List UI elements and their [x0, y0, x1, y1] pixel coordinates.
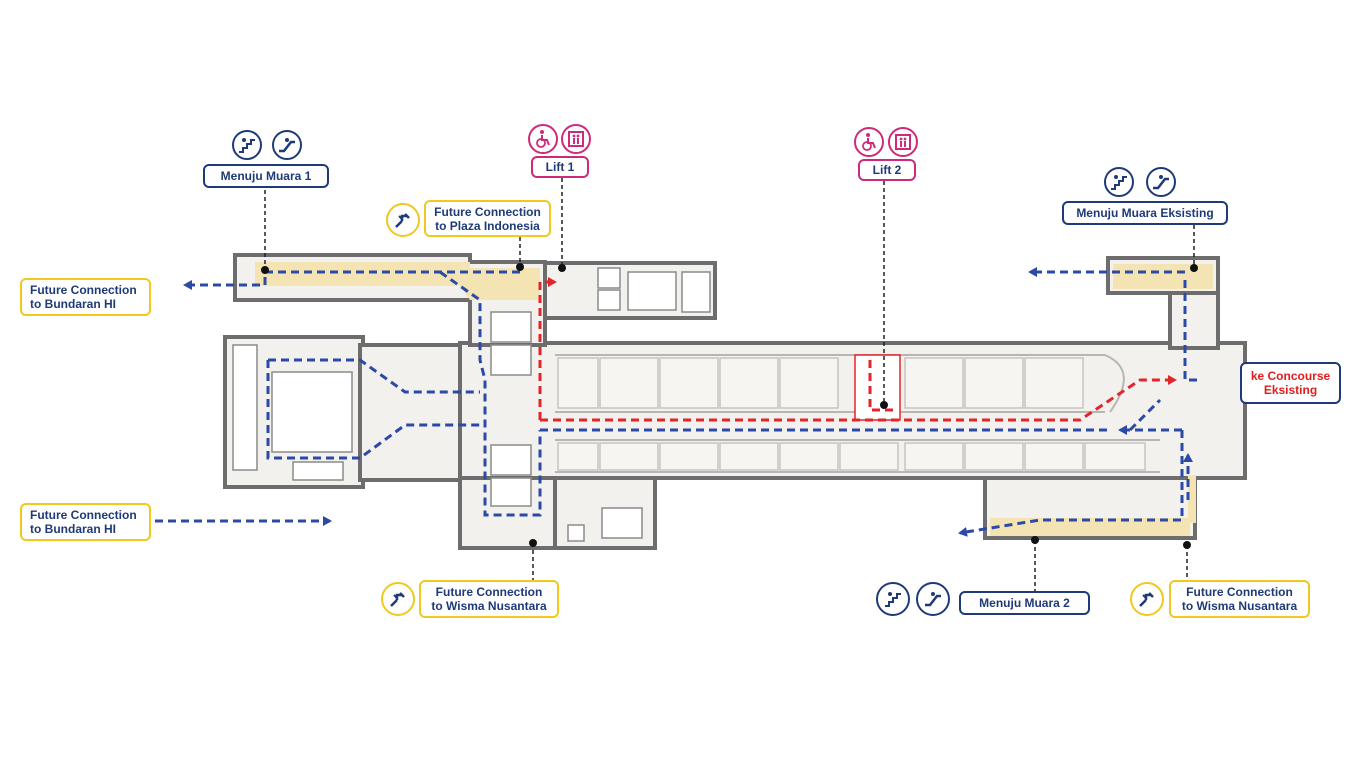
label-text: Menuju Muara 1 [220, 169, 312, 183]
future-connection-icon [386, 203, 420, 237]
service-rooms [567, 267, 711, 542]
label-lift-1: Lift 1 [531, 156, 589, 178]
route-red [538, 277, 1177, 422]
label-line-1: Future Connection [434, 204, 541, 219]
highlight-zone [255, 262, 1213, 536]
label-text: Lift 2 [872, 163, 902, 177]
route-blue [155, 267, 1200, 537]
label-line-1: Future Connection [435, 585, 543, 599]
future-connection-icon [381, 582, 415, 616]
label-line-2: to Wisma Nusantara [1181, 599, 1298, 613]
label-line-2: Eksisting [1263, 383, 1318, 397]
label-future-bundaran-bottom: Future Connection to Bundaran HI [20, 503, 151, 541]
wheelchair-icon [528, 124, 558, 154]
label-menuju-muara-2: Menuju Muara 2 [959, 591, 1090, 615]
label-ke-concourse-eksisting: ke Concourse Eksisting [1240, 362, 1341, 404]
concourse-interior [555, 354, 1160, 473]
left-block-rooms [232, 344, 353, 481]
label-future-wisma-left: Future Connection to Wisma Nusantara [419, 580, 559, 618]
label-line-1: Future Connection [1186, 585, 1293, 599]
future-connection-icon [1130, 582, 1164, 616]
escalator-icon [1146, 167, 1176, 197]
escalator-icon [272, 130, 302, 160]
label-line-1: Future Connection [30, 508, 137, 522]
label-future-bundaran-top: Future Connection to Bundaran HI [20, 278, 151, 316]
label-text: Menuju Muara 2 [979, 596, 1070, 610]
label-menuju-muara-1: Menuju Muara 1 [203, 164, 329, 188]
label-line-2: to Bundaran HI [30, 297, 116, 311]
platform-bays [557, 357, 1146, 471]
label-text: Menuju Muara Eksisting [1076, 206, 1214, 220]
escalator-icon [916, 582, 950, 616]
leader-lines [264, 178, 1195, 592]
stairs-icon [232, 130, 262, 160]
label-future-plaza-indonesia: Future Connection to Plaza Indonesia [424, 200, 551, 237]
label-line-2: to Bundaran HI [30, 522, 116, 536]
stairs-icon [876, 582, 910, 616]
leader-dots [261, 263, 1198, 549]
stairs-icon [1104, 167, 1134, 197]
label-lift-2: Lift 2 [858, 159, 916, 181]
label-line-1: ke Concourse [1250, 369, 1331, 383]
vertical-circulation [490, 311, 901, 507]
label-line-1: Future Connection [30, 283, 137, 297]
label-line-2: to Plaza Indonesia [435, 218, 540, 233]
lift-icon [888, 127, 918, 157]
label-menuju-muara-eksisting: Menuju Muara Eksisting [1062, 201, 1228, 225]
label-text: Lift 1 [545, 160, 575, 174]
label-line-2: to Wisma Nusantara [431, 599, 547, 613]
lift-icon [561, 124, 591, 154]
wheelchair-icon [854, 127, 884, 157]
label-future-wisma-right: Future Connection to Wisma Nusantara [1169, 580, 1310, 618]
